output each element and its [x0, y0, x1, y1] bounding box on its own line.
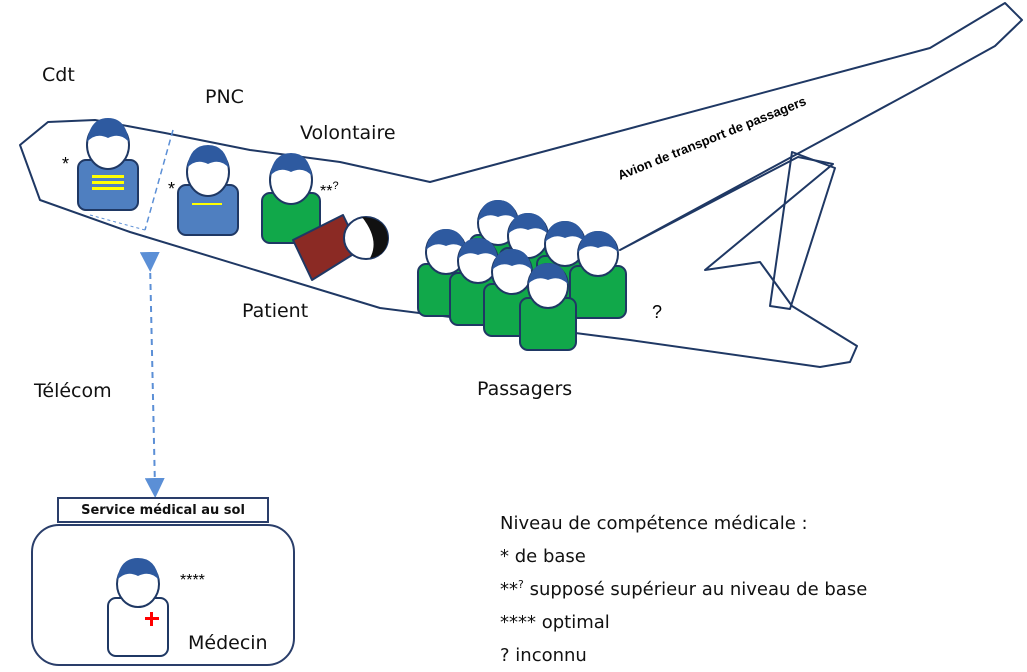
cockpit-divider — [144, 129, 174, 231]
red-cross — [150, 612, 153, 626]
passenger-figure — [519, 263, 577, 351]
label-patient: Patient — [242, 300, 309, 322]
tail-fin — [769, 151, 836, 310]
pnc-figure — [177, 145, 239, 236]
legend-item: * de base — [500, 546, 586, 567]
aircraft-outline — [19, 2, 1023, 368]
legend-title: Niveau de compétence médicale : — [500, 513, 808, 534]
volunteer-mark: **? — [320, 180, 339, 200]
label-pnc: PNC — [205, 86, 244, 108]
commander-mark: * — [62, 154, 69, 174]
ground-service-box — [31, 524, 295, 666]
stripe — [92, 187, 124, 190]
label-volontaire: Volontaire — [300, 122, 396, 144]
stripe — [192, 203, 222, 205]
label-telecom: Télécom — [34, 380, 112, 402]
patient-figure — [292, 214, 389, 281]
legend: Niveau de compétence médicale : * de bas… — [500, 510, 867, 670]
commander-figure — [77, 118, 139, 211]
label-cdt: Cdt — [42, 64, 75, 86]
legend-item: **? supposé supérieur au niveau de base — [500, 578, 868, 600]
passagers-mark: ? — [652, 302, 662, 322]
service-label: Service médical au sol — [57, 497, 269, 523]
doctor-mark: **** — [180, 572, 205, 589]
volunteer-figure — [261, 153, 321, 244]
passengers-group — [417, 200, 627, 351]
telecom-arrow — [139, 251, 165, 498]
doctor-figure — [107, 558, 169, 657]
legend-item: **** optimal — [500, 612, 610, 633]
stripe — [92, 175, 124, 178]
pnc-mark: * — [168, 179, 175, 199]
passenger-figure — [569, 231, 627, 319]
label-medecin: Médecin — [188, 632, 268, 654]
legend-item: ? inconnu — [500, 645, 587, 666]
label-passagers: Passagers — [477, 378, 573, 400]
stripe — [92, 181, 124, 184]
